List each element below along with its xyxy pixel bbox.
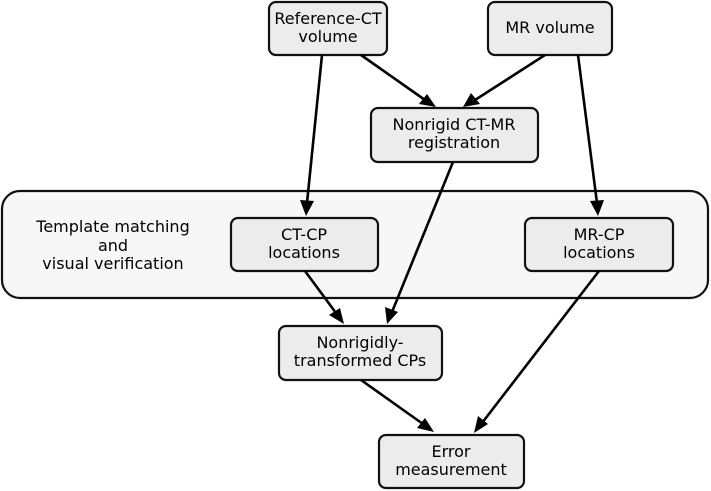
arrow-reference-ct-to-registration [360, 53, 436, 107]
ct-cp-line-1: CT-CP [281, 225, 327, 244]
reference-ct-volume-node: Reference-CT volume [267, 0, 389, 57]
group-label-line-3: visual verification [42, 254, 183, 273]
group-label-line-2: and [98, 236, 128, 255]
reference-ct-line-1: Reference-CT [274, 9, 382, 28]
arrow-registration-to-transformed [385, 161, 455, 324]
transformed-line-1: Nonrigidly- [316, 333, 403, 352]
ct-cp-line-2: locations [268, 243, 340, 262]
ct-cp-locations-node: CT-CP locations [229, 216, 380, 273]
arrow-transformed-to-error [360, 378, 434, 432]
arrow-reference-ct-to-ct-cp [300, 54, 324, 216]
group-label-line-1: Template matching [35, 217, 189, 236]
mr-cp-line-2: locations [563, 243, 635, 262]
error-line-2: measurement [395, 460, 507, 479]
error-measurement-node: Error measurement [377, 433, 526, 490]
reference-ct-line-2: volume [298, 27, 357, 46]
registration-line-2: registration [408, 133, 500, 152]
registration-line-1: Nonrigid CT-MR [393, 115, 516, 134]
mr-cp-locations-node: MR-CP locations [523, 216, 675, 273]
error-line-1: Error [432, 442, 471, 461]
nonrigidly-transformed-cps-node: Nonrigidly- transformed CPs [277, 324, 444, 382]
transformed-line-2: transformed CPs [294, 351, 426, 370]
nonrigid-registration-node: Nonrigid CT-MR registration [369, 106, 540, 164]
arrow-mr-volume-to-mr-cp [576, 54, 604, 216]
mr-cp-line-1: MR-CP [574, 225, 625, 244]
mr-volume-node: MR volume [486, 0, 614, 57]
arrow-mr-cp-to-error [474, 270, 601, 433]
mr-volume-line-1: MR volume [505, 18, 594, 37]
arrow-mr-volume-to-registration [463, 53, 546, 107]
arrow-ct-cp-to-transformed [303, 270, 344, 324]
